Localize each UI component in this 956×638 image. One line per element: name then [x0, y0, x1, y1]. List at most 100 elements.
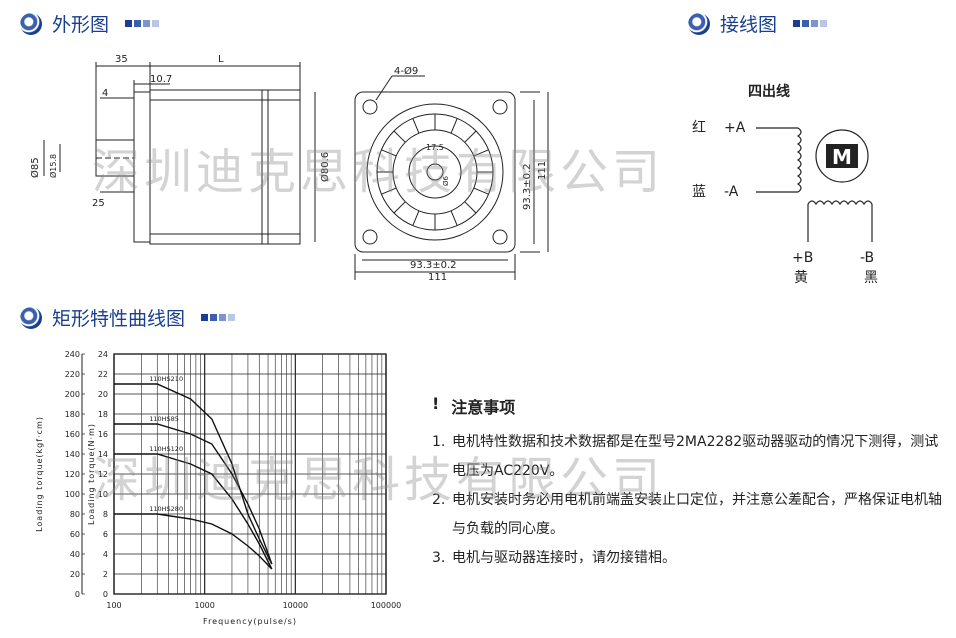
wire-minus-a-label: -A — [724, 184, 739, 200]
coil-b — [807, 200, 873, 206]
wire-blue-label: 蓝 — [692, 184, 706, 200]
outline-section-title: 外形图 — [20, 10, 160, 37]
center-b-label: Ø6 — [442, 175, 450, 186]
series-line — [114, 383, 273, 565]
dim-l: L — [218, 54, 224, 65]
series-line — [114, 423, 273, 565]
y-tick-label-kgf: 160 — [65, 430, 80, 439]
y-tick-label-nm: 10 — [98, 490, 108, 499]
dim-93-vertical: 93.3±0.2 — [522, 163, 533, 210]
y-tick-label-kgf: 200 — [65, 390, 80, 399]
wiring-section-title: 接线图 — [688, 10, 828, 37]
series-line — [114, 513, 273, 570]
dim-10-7: 10.7 — [150, 74, 172, 85]
y-tick-label-kgf: 240 — [65, 350, 80, 359]
title-dots-icon — [793, 20, 828, 27]
y-tick-label-kgf: 180 — [65, 410, 80, 419]
wire-red-label: 红 — [692, 120, 706, 136]
dim-4: 4 — [102, 88, 108, 99]
center-a-label: 17.5 — [426, 143, 444, 152]
dim-25: 25 — [92, 198, 105, 209]
y-tick-label-nm: 6 — [103, 530, 108, 539]
y-tick-label-nm: 12 — [98, 470, 108, 479]
wiring-diagram: 四出线 红 +A 蓝 -A +B -B 黄 黑 M — [692, 83, 878, 286]
motor-circle — [815, 129, 869, 183]
y-tick-label-kgf: 20 — [70, 570, 80, 579]
wire-plus-b-label: +B — [792, 250, 813, 266]
dim-111-horizontal: 111 — [428, 272, 447, 283]
dim-93-horizontal: 93.3±0.2 — [410, 260, 457, 271]
note-number: 1. — [432, 434, 446, 450]
bullet-icon — [20, 306, 42, 329]
motor-symbol: M — [832, 145, 852, 169]
y-tick-label-kgf: 120 — [65, 470, 80, 479]
x-tick-label: 100000 — [371, 601, 402, 610]
y-tick-label-nm: 20 — [98, 390, 108, 399]
notes-panel: ! 注意事项 1. 电机特性数据和技术数据都是在型号2MA2282驱动器驱动的情… — [432, 394, 942, 573]
motor-front-face — [354, 91, 516, 253]
series-label: 110HS280 — [149, 505, 183, 513]
x-tick-label: 1000 — [194, 601, 214, 610]
coil-a — [796, 127, 802, 193]
y-tick-label-kgf: 60 — [70, 530, 80, 539]
y-tick-label-nm: 22 — [98, 370, 108, 379]
note-text: 电机特性数据和技术数据都是在型号2MA2282驱动器驱动的情况下测得，测试电压为… — [452, 434, 939, 479]
series-label: 110HS210 — [149, 375, 183, 383]
curve-section-title: 矩形特性曲线图 — [20, 304, 236, 331]
y-tick-label-kgf: 220 — [65, 370, 80, 379]
y-tick-label-nm: 18 — [98, 410, 108, 419]
title-dots-icon — [201, 314, 236, 321]
y-tick-label-kgf: 40 — [70, 550, 80, 559]
series-line — [114, 453, 273, 570]
y-tick-label-nm: 0 — [103, 590, 108, 599]
wire-black-label: 黑 — [864, 270, 878, 286]
y-tick-label-kgf: 100 — [65, 490, 80, 499]
dim-flange: Ø80.6 — [319, 152, 331, 182]
outline-drawing: 35 L 10.7 4 25 Ø85 Ø15.8 Ø80.6 4-Ø9 17.5… — [29, 54, 549, 283]
y-tick-label-kgf: 140 — [65, 450, 80, 459]
bullet-icon — [688, 12, 710, 35]
y-tick-label-nm: 2 — [103, 570, 108, 579]
y-axis-label-kgf: Loading torque(kgf·cm) — [35, 416, 44, 532]
torque-frequency-chart: 0022044066088010100121201414016160181802… — [35, 350, 402, 626]
series-label: 110HS85 — [149, 415, 179, 423]
y-tick-label-nm: 14 — [98, 450, 108, 459]
notes-title: 注意事项 — [451, 398, 516, 417]
note-text: 电机与驱动器连接时，请勿接错相。 — [452, 550, 676, 566]
y-tick-label-kgf: 80 — [70, 510, 80, 519]
y-tick-label-nm: 24 — [98, 350, 108, 359]
x-axis-label: Frequency(pulse/s) — [203, 617, 297, 626]
y-tick-label-nm: 8 — [103, 510, 108, 519]
bullet-icon — [20, 12, 42, 35]
wiring-title-text: 接线图 — [720, 14, 778, 36]
x-tick-label: 10000 — [283, 601, 308, 610]
dim-35: 35 — [115, 54, 128, 65]
wire-plus-a-label: +A — [724, 120, 746, 136]
plot-frame — [113, 353, 387, 595]
note-item: 1. 电机特性数据和技术数据都是在型号2MA2282驱动器驱动的情况下测得，测试… — [432, 428, 942, 486]
note-item: 2. 电机安装时务必用电机前端盖安装止口定位，并注意公差配合，严格保证电机轴与负… — [432, 486, 942, 544]
holes-label: 4-Ø9 — [394, 65, 418, 77]
wiring-title: 四出线 — [748, 83, 790, 100]
note-text: 电机安装时务必用电机前端盖安装止口定位，并注意公差配合，严格保证电机轴与负载的同… — [452, 492, 942, 537]
note-item: 3. 电机与驱动器连接时，请勿接错相。 — [432, 544, 942, 573]
motor-body-side — [149, 89, 301, 245]
y-tick-label-kgf: 0 — [75, 590, 80, 599]
wire-yellow-label: 黄 — [794, 269, 808, 286]
dim-key: Ø15.8 — [48, 154, 58, 178]
notes-mark: ! — [432, 394, 440, 413]
flange — [133, 91, 151, 243]
note-number: 3. — [432, 550, 446, 566]
wire-minus-b-label: -B — [860, 250, 874, 266]
y-tick-label-nm: 16 — [98, 430, 108, 439]
y-tick-label-nm: 4 — [103, 550, 108, 559]
y-axis-label-nm: Loading torque(N·m) — [87, 423, 96, 525]
dim-111-vertical: 111 — [537, 161, 548, 180]
x-tick-label: 100 — [106, 601, 121, 610]
curve-title-text: 矩形特性曲线图 — [52, 308, 186, 330]
dim-shaft-dia: Ø85 — [29, 157, 41, 178]
outline-title-text: 外形图 — [52, 14, 110, 36]
note-number: 2. — [432, 492, 446, 508]
series-label: 110HS120 — [149, 445, 183, 453]
title-dots-icon — [125, 20, 160, 27]
